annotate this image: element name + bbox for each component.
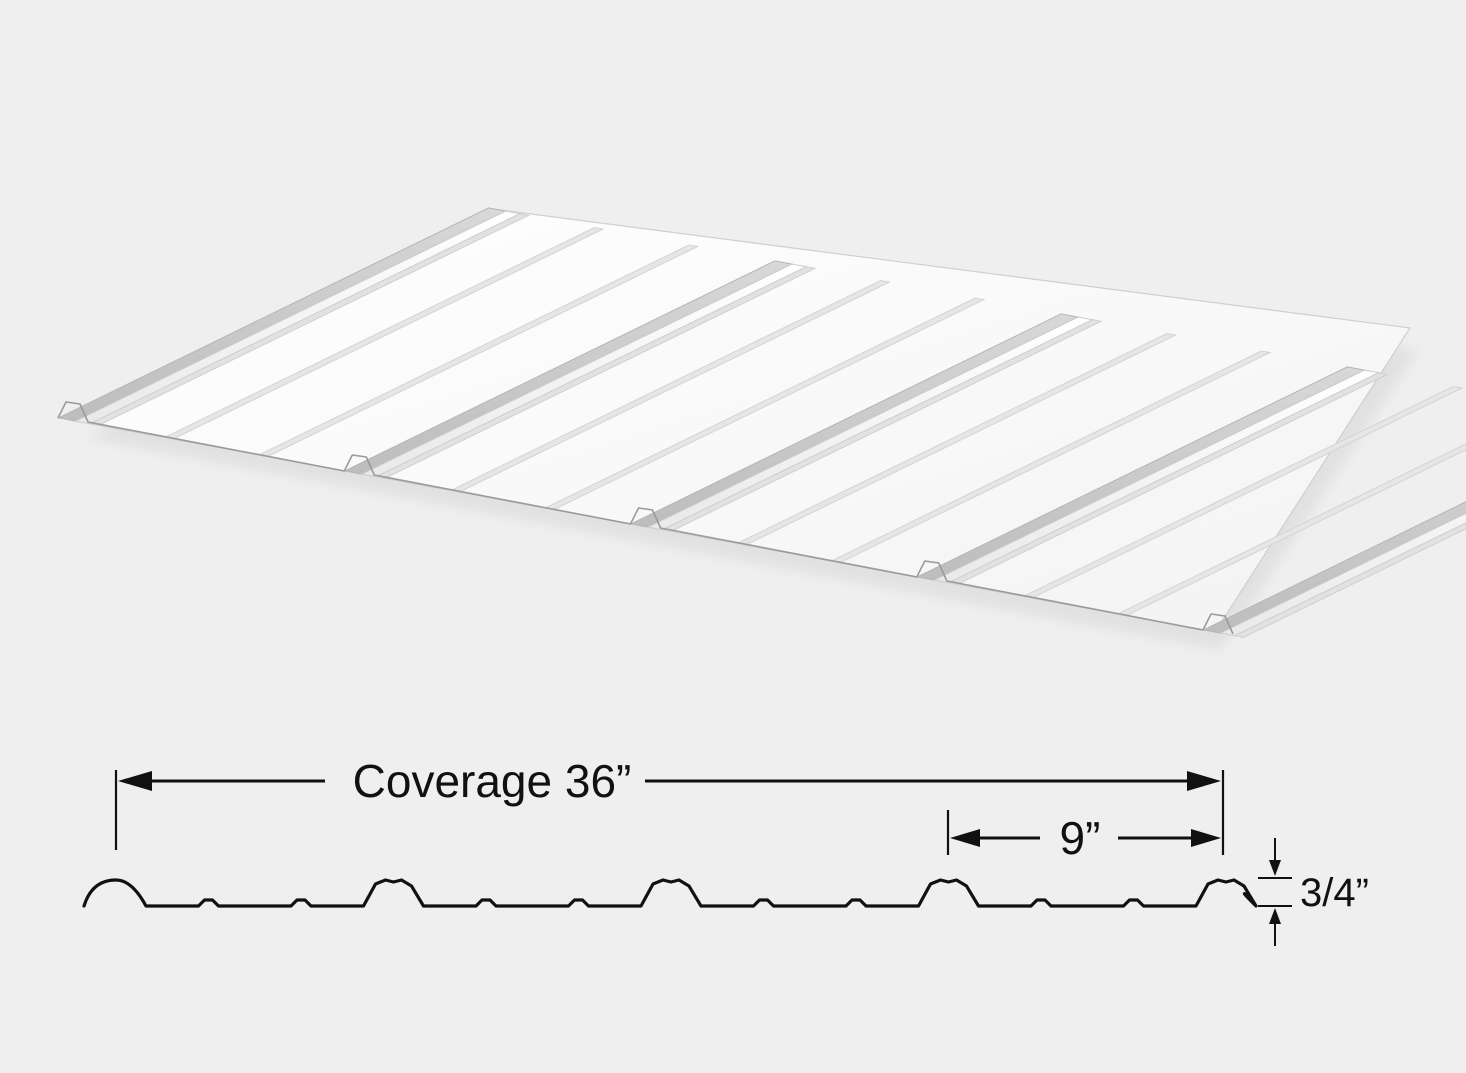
coverage-arrow-right-icon (1187, 771, 1221, 791)
spacing-arrow-right-icon (1191, 829, 1221, 847)
height-arrow-down-icon (1269, 860, 1281, 876)
panel-rib-strip (735, 332, 1178, 546)
panel-rib-strip (1201, 501, 1466, 634)
panel-rib-strip (162, 226, 605, 440)
panel-rib-strip (1219, 512, 1466, 637)
panel-rib-strip (88, 213, 531, 426)
panel-sheet (68, 209, 1412, 633)
panel-rib-strip (947, 372, 1389, 585)
panel-ribs (56, 207, 1466, 638)
metal-panel-illustration (56, 207, 1466, 650)
panel-front-edge (57, 401, 1234, 635)
panel-rib-strip (449, 279, 891, 493)
panel-rib-strip (660, 319, 1103, 532)
spacing-dimension: 9” (946, 810, 1221, 864)
spacing-arrow-left-icon (950, 829, 980, 847)
height-label: 3/4” (1300, 871, 1369, 915)
height-arrow-up-icon (1269, 908, 1281, 924)
panel-rib-strip (1021, 385, 1464, 599)
height-dimension: 3/4” (1258, 838, 1369, 946)
coverage-label: Coverage 36” (353, 755, 632, 807)
panel-rib-strip (1233, 522, 1466, 638)
spacing-label: 9” (1060, 812, 1101, 864)
profile-line (82, 878, 1258, 908)
coverage-dimension: Coverage 36” (114, 755, 1225, 855)
coverage-arrow-left-icon (118, 771, 152, 791)
panel-rib-strip (374, 266, 817, 479)
panel-profile (82, 878, 1258, 908)
